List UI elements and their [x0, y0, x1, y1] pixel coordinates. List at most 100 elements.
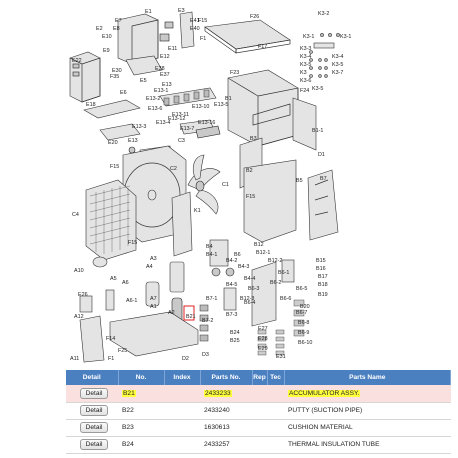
- detail-button[interactable]: Detail: [79, 387, 109, 399]
- svg-text:E7: E7: [115, 18, 122, 24]
- tec-cell: [267, 419, 284, 437]
- svg-text:B12-2: B12-2: [268, 258, 282, 264]
- svg-text:B12-3: B12-3: [240, 296, 254, 302]
- table-row[interactable]: Detail B24 2433257 THERMAL INSULATION TU…: [66, 436, 451, 454]
- svg-text:E20: E20: [108, 140, 118, 146]
- svg-text:E5: E5: [140, 78, 147, 84]
- svg-text:E13-7: E13-7: [180, 126, 194, 132]
- detail-button[interactable]: Detail: [79, 422, 109, 433]
- svg-text:B4-4: B4-4: [244, 276, 255, 282]
- svg-text:B24: B24: [230, 330, 240, 336]
- svg-text:E13-16: E13-16: [198, 120, 215, 126]
- svg-text:B12: B12: [254, 242, 264, 248]
- svg-text:B6-7: B6-7: [296, 310, 307, 316]
- svg-text:B5: B5: [296, 178, 303, 184]
- table-row[interactable]: Detail B23 1630613 CUSHION MATERIAL: [66, 419, 451, 437]
- svg-text:E13-3: E13-3: [132, 124, 146, 130]
- svg-text:B6: B6: [234, 252, 241, 258]
- shroud-frame: [239, 103, 297, 243]
- header-parts-no: Parts No.: [200, 370, 253, 385]
- svg-text:E13: E13: [128, 138, 138, 144]
- svg-text:E13-5: E13-5: [214, 102, 228, 108]
- svg-text:F17: F17: [258, 44, 267, 50]
- svg-text:F15: F15: [246, 194, 255, 200]
- svg-text:K3-2: K3-2: [318, 11, 329, 17]
- svg-text:B6-2: B6-2: [270, 280, 281, 286]
- diagram-svg[interactable]: E1 E7 E8 E2 E10 E9 E3 E41 E40 E11 E12 E2…: [0, 0, 458, 366]
- svg-text:A12: A12: [74, 314, 84, 320]
- svg-text:E26: E26: [78, 292, 88, 298]
- svg-text:K3-4: K3-4: [332, 54, 343, 60]
- svg-text:F1: F1: [108, 356, 114, 362]
- svg-text:K3-5: K3-5: [300, 62, 311, 68]
- part-number-cell: B23: [118, 419, 164, 437]
- svg-text:E11: E11: [168, 46, 177, 52]
- svg-text:E13-1: E13-1: [154, 88, 168, 94]
- svg-text:E30: E30: [112, 68, 122, 74]
- header-rep: Rep: [252, 370, 268, 385]
- index-cell: [164, 419, 200, 437]
- svg-text:E38: E38: [155, 66, 165, 72]
- svg-text:E40: E40: [190, 26, 200, 32]
- table-row[interactable]: Detail B21 2433233 ACCUMULATOR ASSY.: [66, 385, 451, 403]
- svg-text:E1: E1: [145, 9, 152, 15]
- svg-text:D3: D3: [202, 352, 209, 358]
- svg-text:C2: C2: [170, 166, 177, 172]
- svg-text:F14: F14: [106, 336, 115, 342]
- svg-text:D2: D2: [182, 356, 189, 362]
- detail-button[interactable]: Detail: [79, 405, 109, 416]
- svg-text:B12-1: B12-1: [256, 250, 270, 256]
- svg-text:E8: E8: [113, 26, 120, 32]
- svg-text:B15: B15: [316, 258, 326, 264]
- rep-cell: [252, 436, 267, 454]
- svg-text:B20: B20: [300, 304, 310, 310]
- exploded-parts-diagram[interactable]: E1 E7 E8 E2 E10 E9 E3 E41 E40 E11 E12 E2…: [0, 0, 458, 366]
- svg-text:B6-5: B6-5: [296, 286, 307, 292]
- index-cell: [164, 436, 200, 454]
- svg-text:E28: E28: [258, 336, 268, 342]
- svg-text:E13-4: E13-4: [156, 120, 170, 126]
- svg-text:F24: F24: [300, 88, 309, 94]
- parts-table: Detail No. Index Parts No. Rep Tec Parts…: [66, 370, 451, 454]
- svg-text:D1: D1: [318, 152, 325, 158]
- svg-text:B3: B3: [250, 136, 257, 142]
- part-number-cell: B22: [118, 402, 164, 420]
- svg-text:E3: E3: [178, 8, 185, 14]
- parts-no-cell: 2433257: [200, 436, 252, 454]
- svg-text:F15: F15: [198, 18, 207, 24]
- svg-text:B7-2: B7-2: [202, 318, 213, 324]
- svg-text:K3-7: K3-7: [332, 70, 343, 76]
- header-no: No.: [118, 370, 165, 385]
- diagram-labels: E1 E7 E8 E2 E10 E9 E3 E41 E40 E11 E12 E2…: [70, 8, 351, 362]
- svg-text:E37: E37: [160, 72, 170, 78]
- rep-cell: [252, 402, 267, 420]
- svg-text:B1: B1: [225, 96, 232, 102]
- svg-text:F35: F35: [110, 74, 119, 80]
- svg-text:B4-1: B4-1: [206, 252, 217, 258]
- top-panel: [204, 19, 291, 54]
- svg-text:E13-2: E13-2: [146, 96, 160, 102]
- svg-text:B7-3: B7-3: [226, 312, 237, 318]
- side-panel: [227, 69, 317, 151]
- parts-name-cell: ACCUMULATOR ASSY.: [288, 389, 361, 397]
- svg-text:E22: E22: [72, 58, 82, 64]
- svg-text:B4: B4: [206, 244, 213, 250]
- svg-text:B7: B7: [320, 176, 327, 182]
- svg-text:B6-1: B6-1: [278, 270, 289, 276]
- b21-callout[interactable]: [183, 305, 195, 321]
- parts-no-cell: 2433240: [200, 402, 252, 420]
- svg-text:E12: E12: [160, 54, 170, 60]
- svg-text:B19: B19: [318, 292, 328, 298]
- svg-text:E13: E13: [162, 82, 172, 88]
- control-box: [69, 11, 195, 141]
- svg-text:B6-8: B6-8: [298, 320, 309, 326]
- svg-text:B25: B25: [230, 338, 240, 344]
- header-tec: Tec: [267, 370, 285, 385]
- detail-button[interactable]: Detail: [79, 439, 109, 450]
- svg-text:B4-2: B4-2: [226, 258, 237, 264]
- svg-text:F1: F1: [200, 36, 206, 42]
- compressor-section: [79, 256, 209, 363]
- right-panel: [307, 169, 339, 241]
- table-row[interactable]: Detail B22 2433240 PUTTY (SUCTION PIPE): [66, 402, 451, 420]
- svg-text:A11: A11: [70, 356, 79, 362]
